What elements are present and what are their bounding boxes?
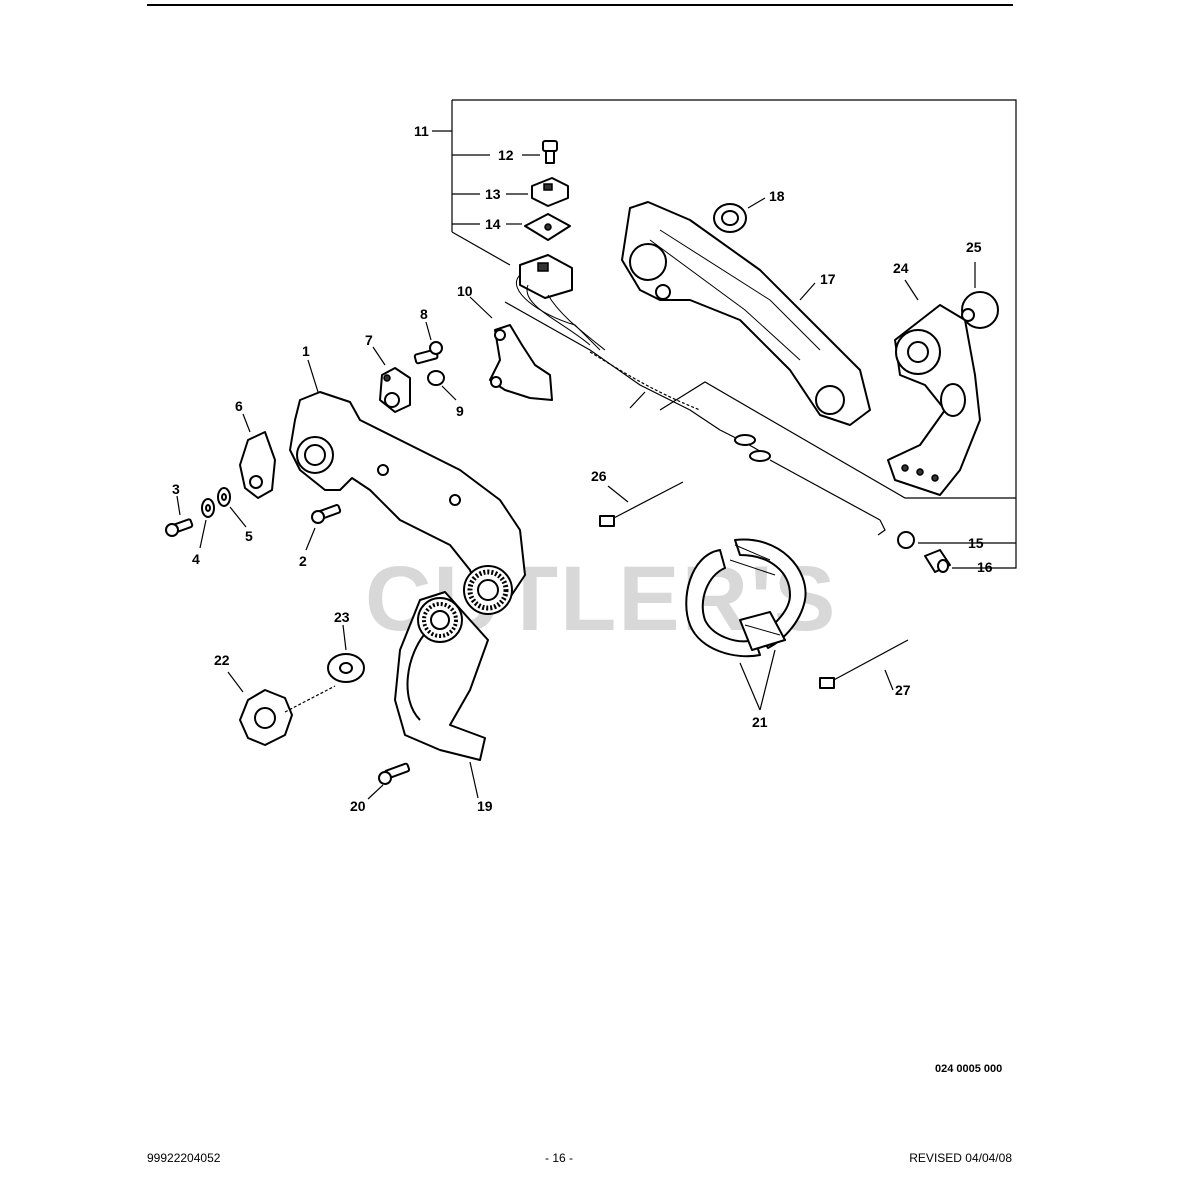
part-9-nut xyxy=(427,370,457,401)
part-4-washer xyxy=(199,498,215,549)
part-2-screw xyxy=(305,504,342,551)
callout-18: 18 xyxy=(769,188,785,204)
part-23-washer xyxy=(327,624,365,683)
part-22-knob xyxy=(227,671,336,746)
footer-doc-number: 99922204052 xyxy=(147,1151,221,1165)
callout-17: 17 xyxy=(820,271,836,287)
part-25-cap xyxy=(961,262,999,329)
part-7-lever xyxy=(372,346,411,413)
callout-15: 15 xyxy=(968,535,984,551)
callout-20: 20 xyxy=(350,798,366,814)
callout-27: 27 xyxy=(895,682,911,698)
part-13-nut xyxy=(506,177,569,207)
callout-16: 16 xyxy=(977,559,993,575)
callout-25: 25 xyxy=(966,239,982,255)
part-3-screw xyxy=(165,495,194,537)
callout-14: 14 xyxy=(485,216,501,232)
part-8-screw xyxy=(413,321,443,365)
part-26-cable-tie xyxy=(599,481,684,527)
part-12-screw xyxy=(522,140,558,164)
callout-11: 11 xyxy=(414,123,429,139)
callout-10: 10 xyxy=(457,283,473,299)
part-11-switch-harness xyxy=(504,254,886,536)
drawing-number: 024 0005 000 xyxy=(935,1063,1003,1075)
callout-1: 1 xyxy=(302,343,310,359)
callout-9: 9 xyxy=(456,403,464,419)
callout-22: 22 xyxy=(214,652,230,668)
callout-19: 19 xyxy=(477,798,493,814)
callout-24: 24 xyxy=(893,260,909,276)
part-5-washer xyxy=(217,487,247,528)
part-27-cable-tie xyxy=(819,639,909,691)
callout-21: 21 xyxy=(752,714,768,730)
part-1-handle-half xyxy=(289,359,526,606)
footer-page-number: - 16 - xyxy=(544,1151,573,1165)
part-21-clamp-set xyxy=(685,538,807,711)
part-6-lockout xyxy=(239,413,276,499)
header-rule xyxy=(147,4,1013,6)
callout-2: 2 xyxy=(299,553,307,569)
part-16-sleeve xyxy=(924,549,970,573)
kit-bracket-11 xyxy=(432,99,1017,569)
callout-4: 4 xyxy=(192,551,200,567)
callout-8: 8 xyxy=(420,306,428,322)
part-20-screw xyxy=(367,762,411,800)
callout-labels: 11 12 13 14 18 17 24 25 10 8 7 1 9 6 3 2… xyxy=(172,123,993,814)
part-15-nut xyxy=(897,531,965,549)
callout-26: 26 xyxy=(591,468,607,484)
part-24-bracket xyxy=(887,279,981,496)
part-10-throttle-trigger xyxy=(469,296,553,401)
part-17-handle-half xyxy=(621,201,871,426)
part-18-grommet xyxy=(713,197,766,233)
callout-3: 3 xyxy=(172,481,180,497)
callout-5: 5 xyxy=(245,528,253,544)
callout-12: 12 xyxy=(498,147,514,163)
footer-revised-date: REVISED 04/04/08 xyxy=(909,1151,1012,1165)
part-19-clamp xyxy=(394,591,489,799)
callout-7: 7 xyxy=(365,332,373,348)
callout-6: 6 xyxy=(235,398,243,414)
part-1-gear xyxy=(463,565,513,615)
part-14-plate xyxy=(506,213,571,241)
callout-23: 23 xyxy=(334,609,350,625)
callout-13: 13 xyxy=(485,186,501,202)
